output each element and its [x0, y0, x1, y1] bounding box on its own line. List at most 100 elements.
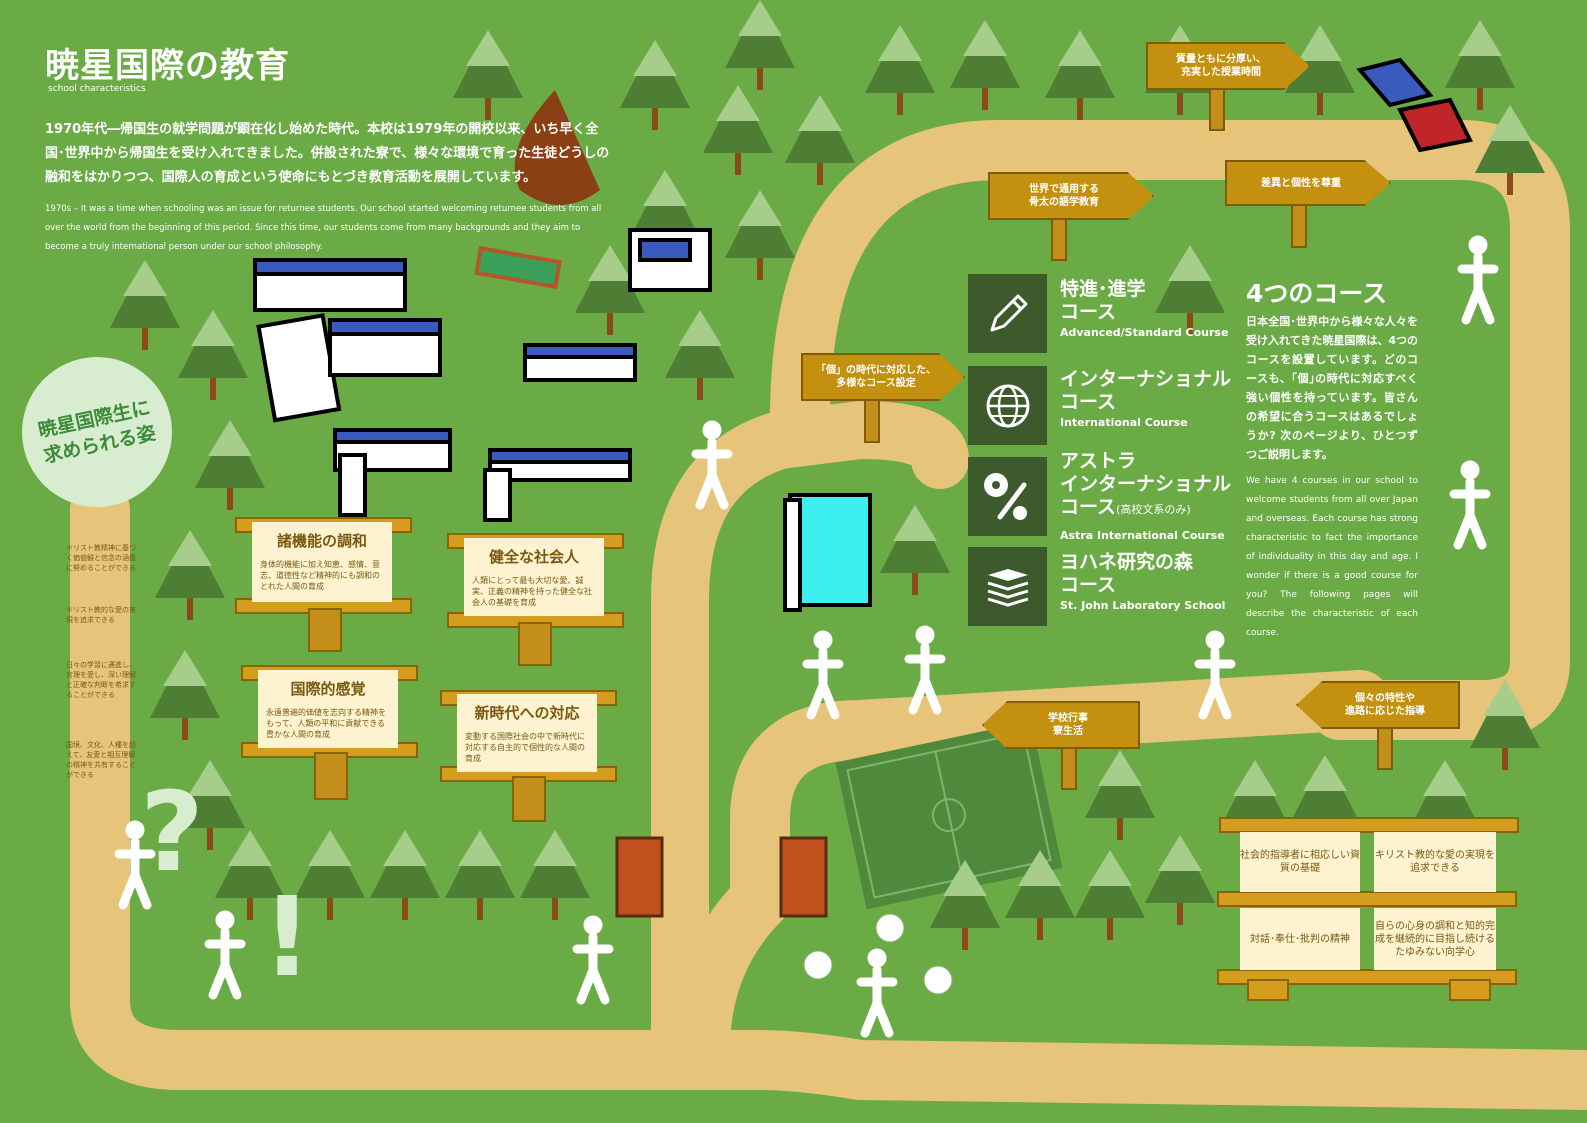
- courses-description-japanese: 日本全国･世界中から様々な人々を受け入れてきた暁星国際は、4つのコースを設置して…: [1246, 315, 1418, 461]
- globe-icon: [986, 384, 1029, 427]
- course-name-line: コース: [1060, 301, 1117, 323]
- side-note: キリスト教的な愛の実現を追求できる: [66, 606, 136, 624]
- person-figure: [802, 630, 844, 720]
- ideal-card-title: 国際的感覚: [290, 680, 366, 698]
- page-title: 暁星国際の教育: [45, 46, 290, 86]
- decorative-shape: [514, 90, 600, 205]
- course-name-line: コース: [1060, 574, 1117, 596]
- cherry-blossoms: [803, 913, 953, 995]
- course-name-line: アストラ: [1060, 450, 1137, 472]
- tree: [575, 245, 645, 335]
- tree: [880, 505, 950, 595]
- page-subtitle: school characteristics: [48, 84, 146, 94]
- side-note: 日々の学習に邁進し、言理を愛し、深い理解と正確な判断を希求することができる: [66, 661, 136, 699]
- signpost: 差異と個性を尊重: [1225, 160, 1391, 206]
- tree: [155, 530, 225, 620]
- person-figure: [856, 948, 898, 1038]
- course-icon-box: [968, 366, 1047, 445]
- tree: [1445, 20, 1515, 110]
- value-card: 社会的指導者に相応しい資質の基礎: [1240, 832, 1360, 892]
- tree: [785, 95, 855, 185]
- course-name-line: 特進･進学: [1060, 278, 1146, 300]
- course-english-name: Astra International Course: [1060, 529, 1225, 542]
- sports-balls-icon: [983, 472, 1027, 520]
- course-icon-box: [968, 457, 1047, 536]
- tree: [1155, 245, 1225, 335]
- tree: [1145, 835, 1215, 925]
- tree: [445, 830, 515, 920]
- pencil-icon: [990, 294, 1027, 331]
- ideal-card: 国際的感覚 永遠普遍的価値を志向する精神をもって、人類の平和に貢献できる豊かな人…: [258, 670, 398, 748]
- signpost: 学校行事 寮生活: [982, 701, 1140, 749]
- gate-pillars: [615, 836, 828, 918]
- tree: [1285, 25, 1355, 115]
- board-post: [308, 608, 342, 652]
- side-note: キリスト教精神に基づく価値観と信念の涵養に努めることができる: [66, 544, 136, 572]
- signpost: 個々の特性や 進路に応じた指導: [1296, 681, 1460, 729]
- board-post: [512, 776, 546, 822]
- tree: [453, 30, 523, 120]
- person-figure: [904, 625, 946, 715]
- course-name: ヨハネ研究の森 コース: [1060, 551, 1193, 597]
- tree: [1075, 850, 1145, 940]
- tree: [175, 760, 245, 850]
- tree: [150, 650, 220, 740]
- course-icon-box: [968, 274, 1047, 353]
- course-name-line: コース: [1060, 391, 1117, 413]
- tree: [1085, 750, 1155, 840]
- tree: [178, 310, 248, 400]
- tree: [1470, 680, 1540, 770]
- course-note: (高校文系のみ): [1116, 503, 1191, 516]
- intro-japanese: 1970年代―帰国生の就学問題が顕在化し始めた時代。本校は1979年の開校以来、…: [45, 122, 610, 185]
- signpost: 質量ともに分厚い、 充実した授業時間: [1146, 42, 1310, 90]
- tree: [195, 420, 265, 510]
- course-english-name: Advanced/Standard Course: [1060, 326, 1229, 339]
- signpost: 世界で通用する 骨太の語学教育: [988, 172, 1154, 220]
- books-icon: [987, 568, 1028, 607]
- course-name: インターナショナル コース: [1060, 368, 1231, 414]
- school-buildings: [253, 57, 1473, 612]
- tree: [1045, 30, 1115, 120]
- person-figure: [114, 820, 156, 910]
- exclamation-decor: !: [262, 873, 312, 1001]
- tree: [703, 85, 773, 175]
- ideal-student-title: 暁星国際生に 求められる姿: [36, 396, 158, 468]
- value-card: キリスト教的な愛の実現を追求できる: [1374, 832, 1496, 892]
- board-post: [518, 622, 552, 666]
- course-name: 特進･進学 コース: [1060, 278, 1146, 324]
- ideal-card-body: 永遠普遍的価値を志向する精神をもって、人類の平和に貢献できる豊かな人間の育成: [266, 708, 386, 739]
- course-icon-box: [968, 547, 1047, 626]
- course-english-name: St. John Laboratory School: [1060, 599, 1226, 612]
- trees: [110, 0, 1545, 950]
- value-board-frame: [1217, 817, 1519, 1001]
- course-name-line: コース: [1060, 496, 1117, 518]
- tree: [295, 830, 365, 920]
- tree: [110, 260, 180, 350]
- ideal-card: 新時代への対応 変動する国際社会の中で新時代に対応する自主的で個性的な人間の育成: [457, 694, 597, 772]
- tree: [520, 830, 590, 920]
- courses-description-english: We have 4 courses in our school to welco…: [1246, 476, 1418, 638]
- tree: [665, 310, 735, 400]
- board-post: [314, 752, 348, 800]
- tree: [370, 830, 440, 920]
- person-figure: [572, 915, 614, 1005]
- tree: [865, 25, 935, 115]
- campus-path: [70, 120, 1587, 1110]
- person-figure: [204, 910, 246, 1000]
- side-note: 国境、文化、人種を超えて、友愛と相互理解の精神を共有することができる: [66, 741, 136, 779]
- greenhouse: [474, 245, 562, 290]
- ideal-card-body: 人類にとって最も大切な愛、誠実、正義の精神を持った健全な社会人の基礎を育成: [472, 576, 592, 607]
- ideal-card-body: 身体的機能に加え知恵、感情、意志、道徳性など精神的にも調和のとれた人間の育成: [260, 560, 380, 591]
- tree: [950, 20, 1020, 110]
- intro-english: 1970s – It was a time when schooling was…: [45, 204, 602, 252]
- signpost: 「個」の時代に対応した、 多様なコース設定: [801, 353, 965, 401]
- people-figures: [114, 235, 1499, 1038]
- tree: [620, 40, 690, 130]
- course-name: アストラ インターナショナル コース(高校文系のみ): [1060, 450, 1231, 521]
- ideal-card-title: 健全な社会人: [488, 548, 579, 566]
- course-name-line: インターナショナル: [1060, 368, 1232, 390]
- value-card: 自らの心身の調和と知的完成を継続的に目指し続けるたゆみない向学心: [1374, 908, 1496, 970]
- ideal-card-body: 変動する国際社会の中で新時代に対応する自主的で個性的な人間の育成: [465, 732, 585, 763]
